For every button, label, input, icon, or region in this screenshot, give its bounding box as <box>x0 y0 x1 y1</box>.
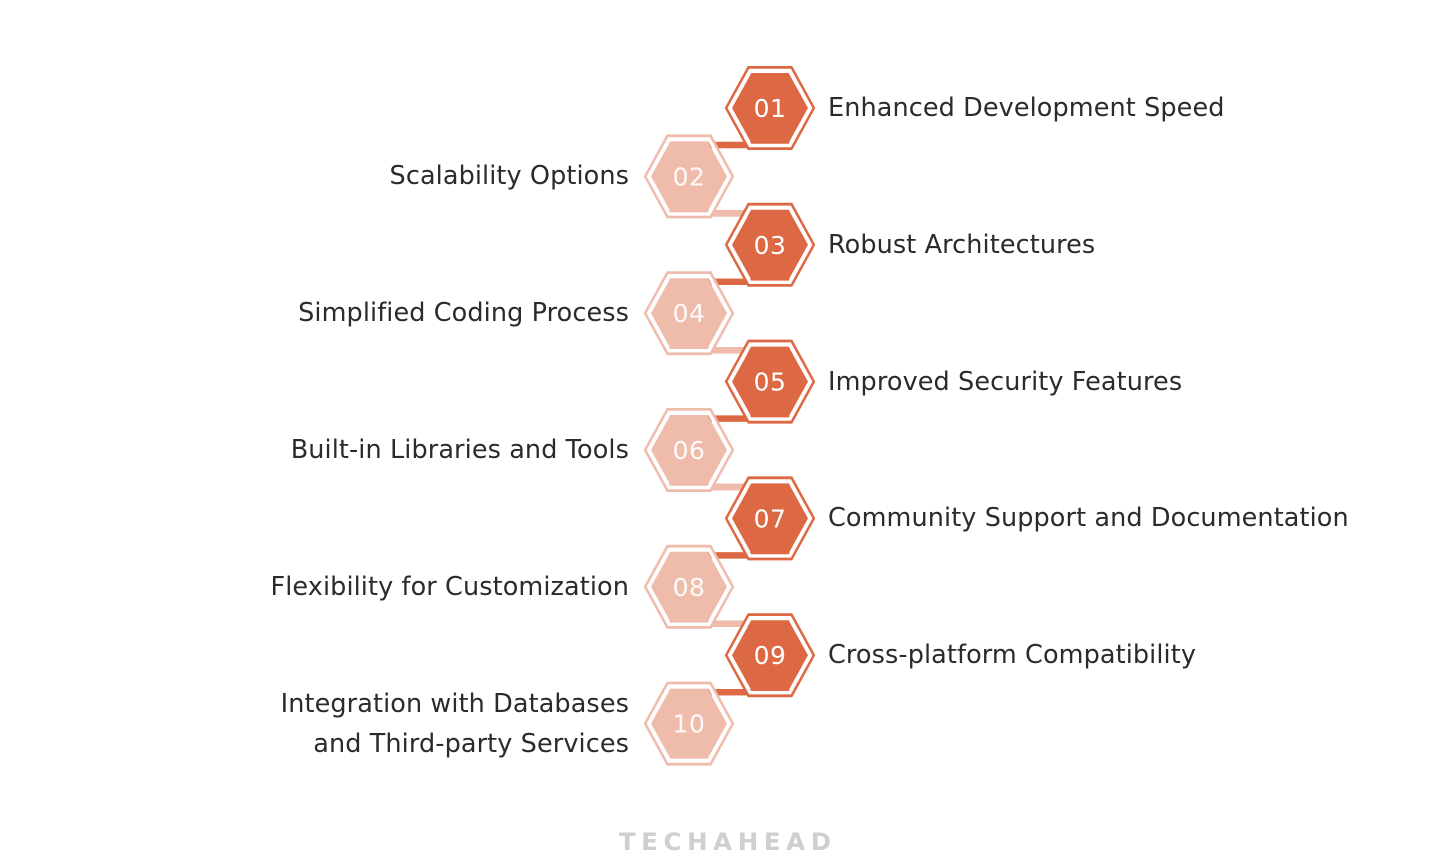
hexagon-body <box>651 551 727 622</box>
hexagon-body <box>732 346 808 417</box>
hexagon-outer-ring <box>643 408 735 492</box>
hexagon-body <box>732 73 808 143</box>
item-label-02: Scalability Options <box>389 161 629 192</box>
connector-segment-source <box>689 552 790 559</box>
hexagon-body <box>732 620 808 691</box>
hexagon-node-02[interactable]: 02 <box>643 134 735 219</box>
item-label-10: Integration with Databases and Third-par… <box>280 688 629 759</box>
hexagon-outer-ring <box>724 339 816 424</box>
hexagon-inner-gap <box>646 684 732 763</box>
hexagon-outer-ring <box>724 476 816 561</box>
hexagon-number: 08 <box>673 573 706 602</box>
hexagon-body <box>651 415 727 485</box>
hexagon-node-06[interactable]: 06 <box>643 408 735 492</box>
hexagon-node-05[interactable]: 05 <box>724 339 816 424</box>
hexagon-outer-ring <box>643 544 735 629</box>
hexagon-number: 09 <box>754 641 787 670</box>
connector-segment-source <box>689 689 790 696</box>
hexagon-inner-gap <box>646 274 732 353</box>
connector-segment-source <box>689 141 790 149</box>
hexagon-node-08[interactable]: 08 <box>643 544 735 629</box>
item-label-08: Flexibility for Customization <box>270 571 629 602</box>
hexagon-body <box>732 209 808 280</box>
hexagon-number: 02 <box>673 162 706 191</box>
hexagon-number: 04 <box>673 299 706 328</box>
hexagon-body <box>651 688 727 759</box>
hexagon-inner-gap <box>646 410 732 490</box>
hexagons-layer: 01 02 03 04 05 06 07 08 09 10 <box>643 66 816 766</box>
hexagon-number: 03 <box>754 231 787 260</box>
hexagon-inner-gap <box>646 137 732 216</box>
item-label-09: Cross-platform Compatibility <box>828 640 1197 671</box>
hexagon-number: 07 <box>754 504 787 533</box>
hexagon-outer-ring <box>724 613 816 698</box>
item-label-03: Robust Architectures <box>828 229 1096 260</box>
hexagon-body <box>651 141 727 212</box>
hexagon-inner-gap <box>727 479 813 558</box>
hexagon-body <box>651 278 727 349</box>
item-label-01: Enhanced Development Speed <box>828 93 1225 123</box>
hexagon-node-10[interactable]: 10 <box>643 681 735 766</box>
connector-segment-source <box>669 210 770 217</box>
hexagon-outer-ring <box>724 202 816 287</box>
hexagon-outer-ring <box>643 681 735 766</box>
hexagon-inner-gap <box>727 616 813 695</box>
hexagon-inner-gap <box>727 342 813 421</box>
item-label-05: Improved Security Features <box>828 366 1183 397</box>
hexagon-number: 05 <box>754 368 787 397</box>
item-label-04: Simplified Coding Process <box>298 298 629 329</box>
hexagon-node-03[interactable]: 03 <box>724 202 816 287</box>
connector-segment-source <box>669 347 770 354</box>
hexagon-number: 01 <box>754 94 787 123</box>
item-label-06: Built-in Libraries and Tools <box>290 435 629 465</box>
connector-segment-source <box>669 620 770 627</box>
hexagon-number: 10 <box>673 710 706 739</box>
connector-segment-source <box>689 278 790 285</box>
hexagon-node-07[interactable]: 07 <box>724 476 816 561</box>
hexagon-outer-ring <box>643 271 735 356</box>
hexagon-inner-gap <box>646 547 732 626</box>
hexagon-body <box>732 483 808 554</box>
hexagon-inner-gap <box>727 68 813 148</box>
connectors-layer <box>667 139 792 698</box>
hexagon-node-09[interactable]: 09 <box>724 613 816 698</box>
connector-segment-source <box>669 483 770 491</box>
hexagon-outer-ring <box>724 66 816 150</box>
item-label-07: Community Support and Documentation <box>828 503 1349 534</box>
hexagon-node-04[interactable]: 04 <box>643 271 735 356</box>
hexagon-node-01[interactable]: 01 <box>724 66 816 150</box>
hexagon-inner-gap <box>727 205 813 284</box>
hexagon-number: 06 <box>673 436 706 465</box>
connector-segment-source <box>689 415 790 422</box>
hexagon-outer-ring <box>643 134 735 219</box>
